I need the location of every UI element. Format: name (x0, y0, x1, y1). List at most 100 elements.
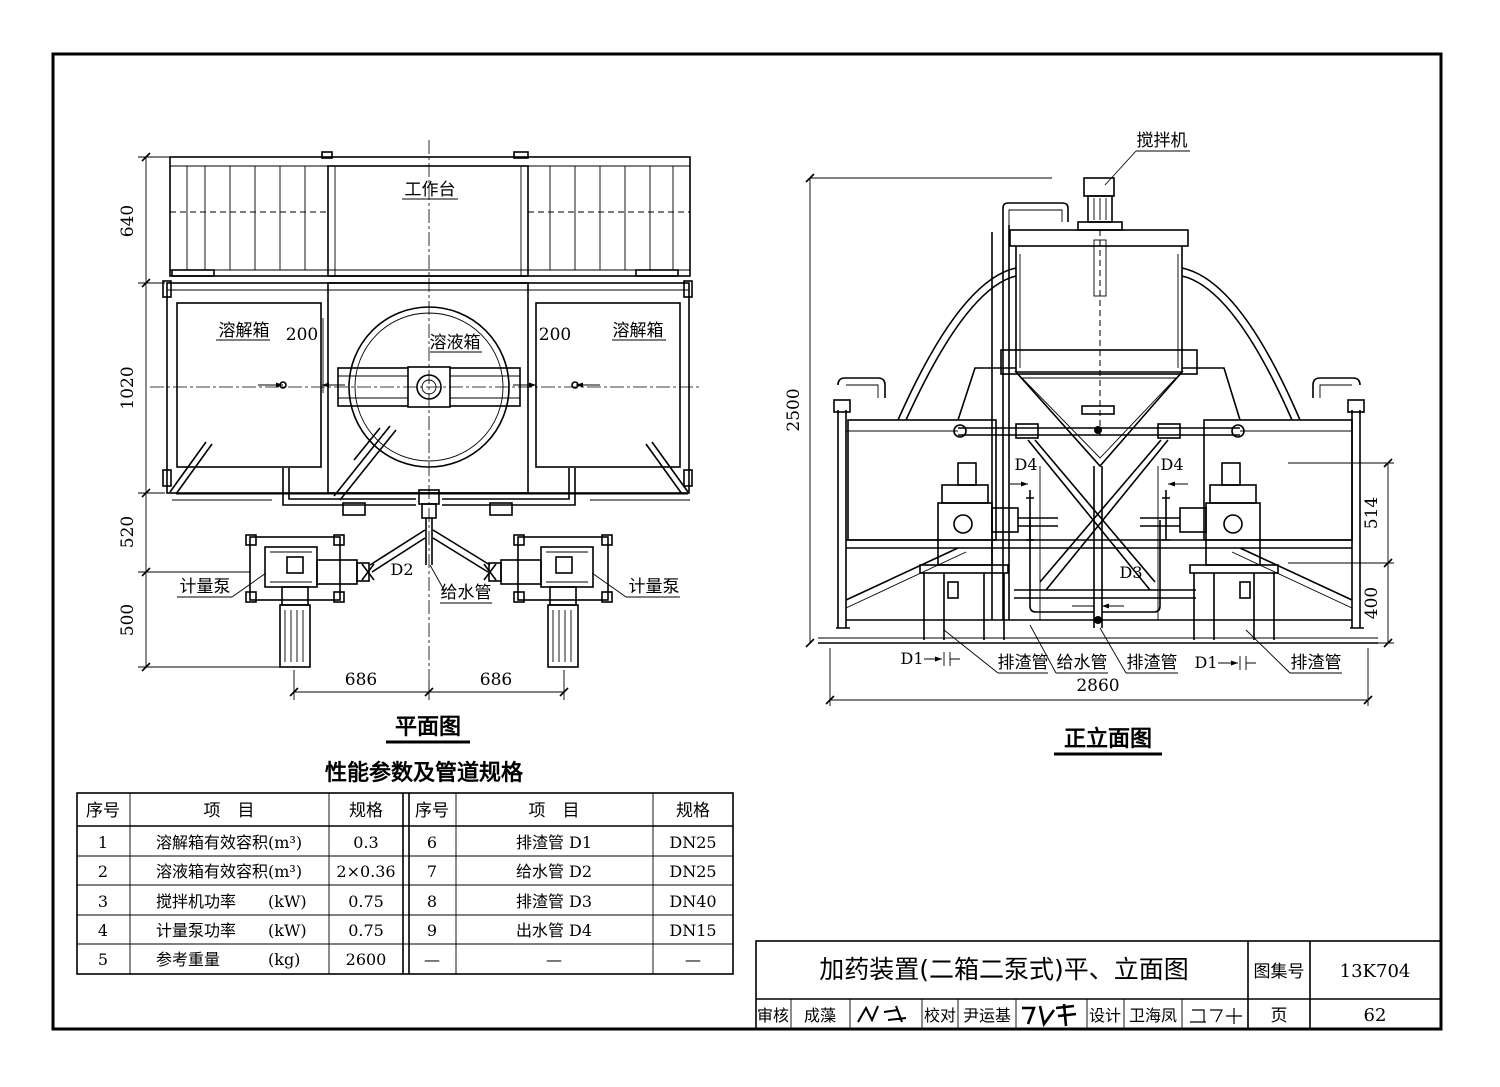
dim-520: 520 (118, 516, 138, 548)
dissolve-tank-left (176, 302, 322, 468)
svg-text:计量泵功率 (kW): 计量泵功率 (kW) (156, 921, 307, 940)
slag-pipe-label-2: 排渣管 (1127, 653, 1178, 673)
table-row: 2 溶液箱有效容积(m³) 2×0.36 7 给水管 D2 DN25 (98, 862, 717, 881)
svg-text:参考重量 (kg): 参考重量 (kg) (156, 950, 300, 969)
svg-text:1: 1 (98, 833, 108, 852)
mixer-label: 搅拌机 (1137, 131, 1188, 151)
check-label: 校对 (924, 1006, 956, 1025)
grating-left (170, 166, 328, 270)
table-row: 1 溶解箱有效容积(m³) 0.3 6 排渣管 D1 DN25 (98, 833, 717, 852)
checker-signature (1022, 1003, 1077, 1028)
metering-pump-left-elev (919, 462, 1058, 640)
th-seq-2: 序号 (415, 801, 449, 821)
dim-2860: 2860 (1076, 676, 1119, 696)
title-block: 加药装置(二箱二泵式)平、立面图 图集号 13K704 审核 成藻 校对 尹运基… (755, 940, 1442, 1030)
water-pipe-label: 给水管 (441, 583, 492, 603)
dim-500: 500 (118, 604, 138, 636)
elevation-view: 搅拌机 (784, 131, 1394, 756)
svg-text:溶解箱有效容积(m³): 溶解箱有效容积(m³) (156, 833, 302, 852)
svg-text:0.75: 0.75 (348, 921, 384, 940)
pump-left-label: 计量泵 (180, 577, 231, 597)
plan-title: 平面图 (395, 715, 461, 740)
svg-text:—: — (546, 950, 562, 969)
d1-right-label: D1 (1194, 653, 1217, 672)
table-row: 4 计量泵功率 (kW) 0.75 9 出水管 D4 DN15 (98, 921, 717, 940)
dim-1020: 1020 (118, 366, 138, 409)
svg-text:给水管 D2: 给水管 D2 (516, 862, 592, 881)
svg-text:9: 9 (427, 921, 437, 940)
th-item-1: 项 目 (204, 801, 255, 821)
svg-text:搅拌机功率 (kW): 搅拌机功率 (kW) (156, 892, 307, 911)
metering-pump-right-elev (1140, 462, 1279, 640)
svg-text:7: 7 (427, 862, 437, 881)
svg-text:—: — (424, 950, 440, 969)
reviewer-name: 成藻 (804, 1006, 836, 1025)
svg-text:2×0.36: 2×0.36 (336, 862, 395, 881)
svg-text:DN40: DN40 (669, 892, 716, 911)
solution-tank-label: 溶液箱 (430, 333, 481, 353)
svg-text:溶液箱有效容积(m³): 溶液箱有效容积(m³) (156, 862, 302, 881)
metering-pump-right-plan (483, 534, 613, 668)
th-item-2: 项 目 (529, 801, 580, 821)
design-label: 设计 (1089, 1006, 1121, 1025)
svg-text:6: 6 (427, 833, 437, 852)
spec-table: 性能参数及管道规格 序号 项 目 规格 序号 项 目 规格 1 溶解箱有效容积(… (76, 760, 734, 975)
slag-pipe-label-1: 排渣管 (998, 653, 1049, 673)
drawing-title: 加药装置(二箱二泵式)平、立面图 (819, 955, 1189, 984)
page-label: 页 (1271, 1006, 1288, 1026)
reviewer-signature (857, 1005, 907, 1023)
svg-text:4: 4 (98, 921, 108, 940)
th-spec-1: 规格 (349, 801, 383, 821)
d3-label: D3 (1119, 563, 1142, 582)
svg-text:排渣管 D3: 排渣管 D3 (516, 892, 592, 911)
designer-name: 卫海凤 (1129, 1006, 1177, 1025)
pump-right-label: 计量泵 (629, 577, 680, 597)
dim-gap-left: 200 (286, 325, 318, 345)
dim-400: 400 (1362, 587, 1382, 619)
dissolve-tank-right-label: 溶解箱 (613, 321, 664, 341)
svg-text:排渣管 D1: 排渣管 D1 (516, 833, 592, 852)
d1-left-label: D1 (900, 649, 923, 668)
dissolve-tank-left-label: 溶解箱 (219, 321, 270, 341)
dim-686-right: 686 (480, 670, 512, 690)
solution-tank-elevation (1000, 229, 1198, 468)
svg-text:—: — (685, 950, 701, 969)
designer-signature (1190, 1008, 1242, 1024)
svg-text:0.3: 0.3 (353, 833, 378, 852)
spec-table-title: 性能参数及管道规格 (325, 760, 524, 786)
svg-text:DN25: DN25 (669, 833, 716, 852)
slag-pipe-label-3: 排渣管 (1291, 653, 1342, 673)
dissolve-tank-left-elev (847, 419, 997, 541)
atlas-number: 13K704 (1340, 961, 1411, 982)
grating-right (528, 166, 690, 270)
svg-text:DN15: DN15 (669, 921, 716, 940)
table-row: 5 参考重量 (kg) 2600 — — — (98, 950, 701, 969)
dim-686-left: 686 (345, 670, 377, 690)
svg-text:2600: 2600 (346, 950, 387, 969)
review-label: 审核 (757, 1006, 789, 1025)
svg-text:3: 3 (98, 892, 108, 911)
sheet-border (51, 52, 1443, 1031)
th-seq-1: 序号 (86, 801, 120, 821)
d2-label: D2 (390, 560, 413, 579)
dim-2500: 2500 (784, 388, 804, 431)
page-number: 62 (1364, 1005, 1387, 1026)
d4-right-label: D4 (1160, 455, 1183, 474)
dim-gap-right: 200 (539, 325, 571, 345)
svg-text:0.75: 0.75 (348, 892, 384, 911)
dim-640: 640 (118, 205, 138, 237)
elevation-title: 正立面图 (1064, 726, 1152, 752)
metering-pump-left-plan (245, 534, 375, 668)
water-pipe-elev-label: 给水管 (1057, 653, 1108, 673)
workbench-label: 工作台 (405, 180, 456, 200)
svg-text:8: 8 (427, 892, 437, 911)
water-supply-pipe (369, 518, 491, 573)
atlas-label: 图集号 (1254, 962, 1305, 982)
dissolve-tank-right-elev (1203, 419, 1353, 541)
d4-left-label: D4 (1014, 455, 1037, 474)
th-spec-2: 规格 (676, 801, 710, 821)
dim-514: 514 (1362, 497, 1382, 529)
svg-text:5: 5 (98, 950, 108, 969)
mixer-motor (1077, 177, 1123, 231)
